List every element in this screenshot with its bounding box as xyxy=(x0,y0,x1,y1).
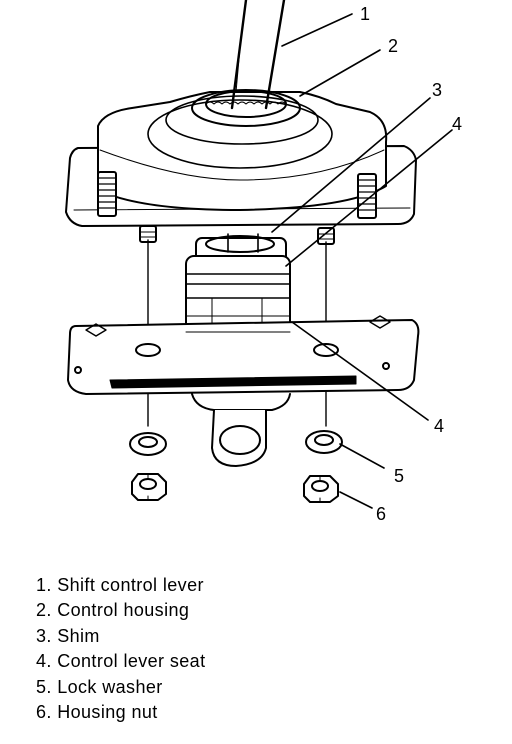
legend-item-control-lever-seat: 4. Control lever seat xyxy=(36,651,206,672)
shift-control-assembly-diagram: 1 2 3 4 4 5 6 xyxy=(65,0,462,524)
leader-lines xyxy=(271,13,453,509)
upper-studs xyxy=(97,171,377,245)
control-housing xyxy=(97,89,388,211)
legend-item-housing-nut: 6. Housing nut xyxy=(36,702,158,723)
lever-lower-end xyxy=(191,393,291,467)
callout-4-lower: 4 xyxy=(434,416,444,436)
callout-2: 2 xyxy=(388,36,398,56)
legend-item-lock-washer: 5. Lock washer xyxy=(36,676,163,697)
callout-5: 5 xyxy=(394,466,404,486)
legend-item-shim: 3. Shim xyxy=(36,625,100,646)
housing-nuts xyxy=(131,473,339,503)
callout-1: 1 xyxy=(360,4,370,24)
lock-washers xyxy=(129,430,343,456)
callout-3: 3 xyxy=(432,80,442,100)
callout-4-upper: 4 xyxy=(452,114,462,134)
callout-6: 6 xyxy=(376,504,386,524)
lower-floor-plate xyxy=(67,315,420,395)
legend-item-shift-control-lever: 1. Shift control lever xyxy=(36,575,204,595)
shift-control-lever xyxy=(230,0,286,110)
parts-legend: 1. Shift control lever 2. Control housin… xyxy=(36,573,205,725)
legend-item-control-housing: 2. Control housing xyxy=(36,600,190,621)
